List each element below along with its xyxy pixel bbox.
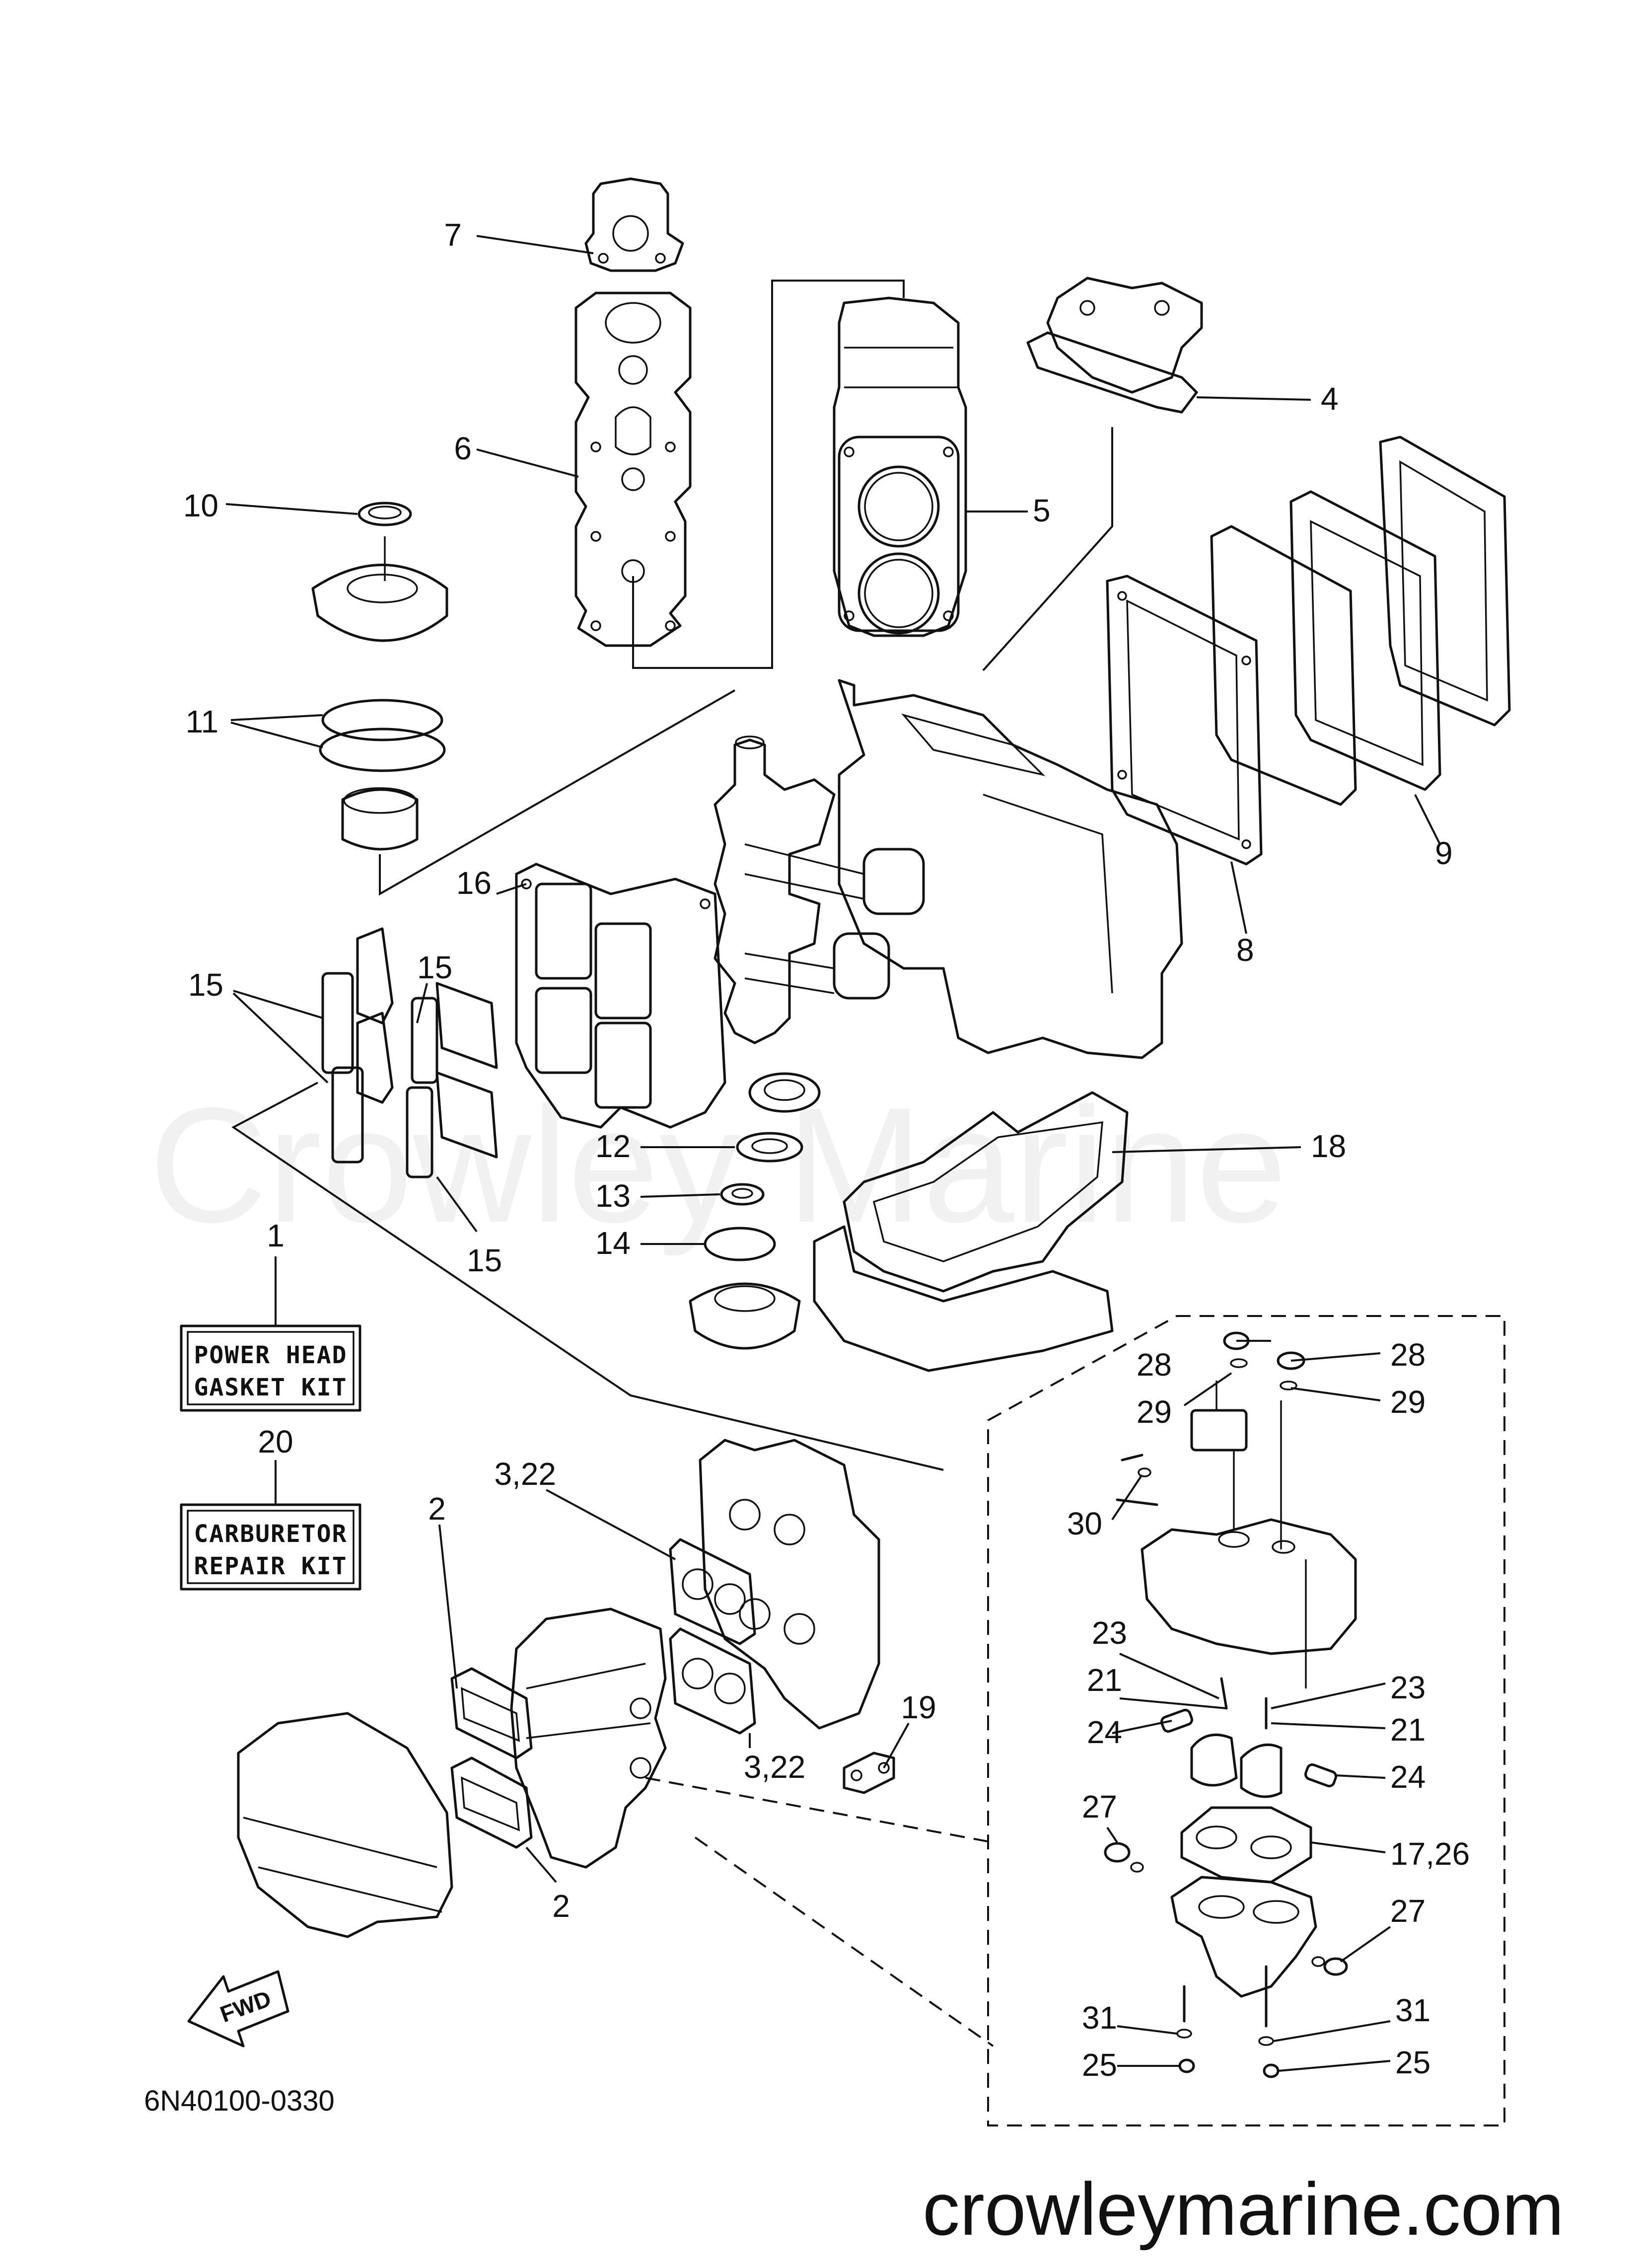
part-16-intake-gasket <box>515 863 726 1129</box>
part-7-cover <box>584 177 684 272</box>
callout-21-left: 21 <box>1087 1662 1122 1698</box>
part-10-seal <box>311 502 448 642</box>
callout-20: 20 <box>258 1424 293 1460</box>
callout-3-22-bottom: 3,22 <box>744 1749 806 1785</box>
bracket-line-15 <box>231 1082 944 1471</box>
part-322-gaskets <box>669 1538 756 1735</box>
callout-23-right: 23 <box>1390 1670 1426 1705</box>
part-5-cylinder-gasket <box>833 296 967 637</box>
callout-30: 30 <box>1067 1506 1102 1541</box>
kit-1-line1: POWER HEAD <box>194 1341 348 1369</box>
part-6-head-gasket <box>574 292 692 647</box>
part-9-exhaust-plates <box>1210 436 1511 806</box>
watermark-text: Crowley Marine <box>149 1073 1287 1257</box>
leader-4-down <box>982 427 1113 671</box>
part-18-base-gasket <box>813 1091 1129 1372</box>
callout-10: 10 <box>183 488 218 523</box>
callout-25-right: 25 <box>1395 2045 1430 2080</box>
callout-29-right: 29 <box>1390 1384 1426 1420</box>
callout-1: 1 <box>267 1218 285 1253</box>
callout-2-top: 2 <box>428 1491 446 1527</box>
callout-31-right: 31 <box>1395 1992 1430 2028</box>
bracket-line-6 <box>632 280 905 669</box>
callout-4: 4 <box>1321 381 1339 417</box>
callout-28-right: 28 <box>1390 1337 1426 1373</box>
callout-18: 18 <box>1311 1128 1346 1164</box>
part-15-reed-valves <box>321 927 498 1178</box>
carb-detail-box <box>987 1315 1505 2126</box>
callout-31-left: 31 <box>1082 2000 1117 2036</box>
callout-6: 6 <box>454 431 472 466</box>
callout-3-22-top: 3,22 <box>494 1456 556 1492</box>
callout-23-left: 23 <box>1092 1615 1127 1651</box>
callout-15-left: 15 <box>188 967 223 1003</box>
callout-27-left: 27 <box>1082 1789 1117 1825</box>
diagram-code: 6N40100-0330 <box>144 2085 335 2117</box>
kit-1-line2: GASKET KIT <box>194 1374 348 1401</box>
kit-20-line2: REPAIR KIT <box>194 1552 348 1580</box>
callout-29-left: 29 <box>1137 1394 1172 1430</box>
crankcase-assembly <box>714 679 1183 1113</box>
part-4-exhaust-cover <box>1026 277 1203 414</box>
footer-url: crowleymarine.com <box>923 2167 1564 2251</box>
bearing-sleeve <box>341 787 419 851</box>
callout-13: 13 <box>595 1178 631 1214</box>
fwd-arrow: FWD <box>187 1970 289 2048</box>
part-19-gasket <box>843 1752 895 1794</box>
kit-20-line1: CARBURETOR <box>194 1520 348 1548</box>
part-12-bearing <box>736 1132 803 1163</box>
part-2-carb-gaskets <box>450 1667 533 1849</box>
callout-leader-lines <box>225 235 1441 2072</box>
callout-15-low: 15 <box>467 1243 502 1278</box>
callout-7: 7 <box>444 217 462 253</box>
silencer-cover <box>237 1712 453 1938</box>
bracket-line-11 <box>379 689 735 896</box>
callout-19: 19 <box>901 1689 936 1725</box>
carb-detail-parts <box>1104 1331 1357 2078</box>
detail-dash-lines <box>645 1777 994 2047</box>
callout-21-right: 21 <box>1390 1712 1426 1748</box>
callout-2-bottom: 2 <box>552 1888 570 1924</box>
callout-12: 12 <box>595 1128 631 1164</box>
callout-24-right: 24 <box>1390 1759 1426 1795</box>
callout-24-left: 24 <box>1087 1714 1122 1750</box>
callout-5: 5 <box>1033 493 1051 528</box>
callout-11: 11 <box>186 704 218 739</box>
callout-25-left: 25 <box>1082 2047 1117 2083</box>
callout-9: 9 <box>1435 835 1453 871</box>
lower-bearing-housing <box>689 1282 801 1350</box>
callout-27-right: 27 <box>1390 1893 1426 1929</box>
callout-labels: 7 6 10 11 4 5 9 8 16 15 15 15 18 12 13 1… <box>183 217 1470 2083</box>
kit-box-20: CARBURETOR REPAIR KIT <box>180 1503 361 1591</box>
callout-14: 14 <box>595 1225 631 1261</box>
intake-plate-322 <box>699 1439 880 1730</box>
callout-8: 8 <box>1236 932 1254 968</box>
callout-16: 16 <box>456 865 492 901</box>
carburetor-assembly <box>510 1608 667 1869</box>
callout-17-26: 17,26 <box>1390 1836 1470 1872</box>
callout-28-left: 28 <box>1137 1347 1172 1383</box>
part-8-exhaust-gasket <box>1106 575 1263 866</box>
part-11-o-rings <box>319 699 446 772</box>
callout-15-mid: 15 <box>417 950 452 985</box>
kit-box-1: POWER HEAD GASKET KIT <box>180 1324 361 1412</box>
part-13-seal <box>720 1183 765 1206</box>
